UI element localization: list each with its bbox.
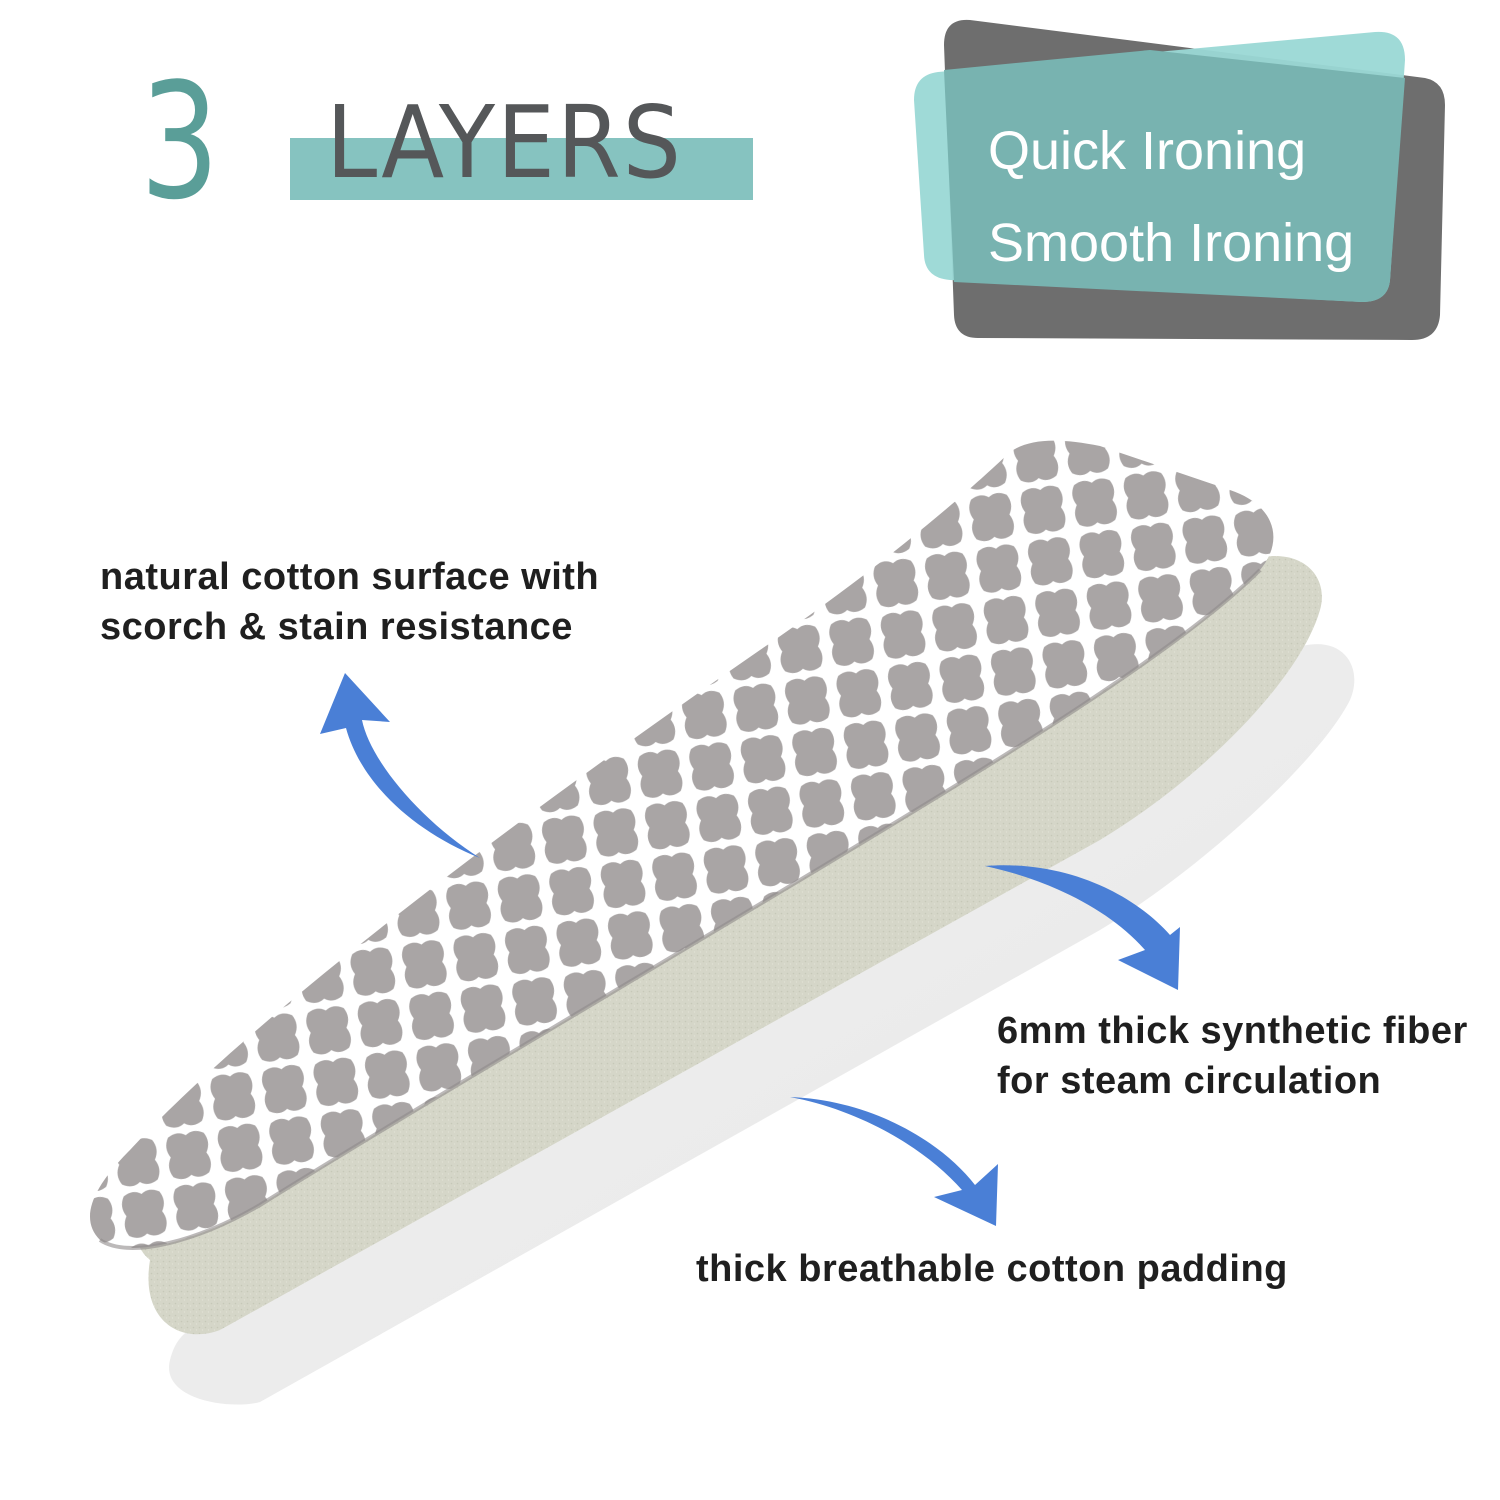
page-title: LAYERS [326, 84, 683, 201]
surface-label-line1: natural cotton surface with [100, 556, 600, 598]
padding-layer-label: thick breathable cotton padding [696, 1244, 1288, 1294]
surface-label-line2: scorch & stain resistance [100, 606, 573, 648]
title-highlight-bar [290, 138, 753, 200]
arrow-up-icon [320, 673, 480, 858]
badge-line-smooth-ironing: Smooth Ironing [988, 213, 1355, 273]
arrow-down-right-icon [985, 865, 1180, 990]
surface-layer-label: natural cotton surface with scorch & sta… [100, 552, 599, 652]
fiber-layer-label: 6mm thick synthetic fiber for steam circ… [997, 1006, 1468, 1106]
layer-count-number: 3 [140, 48, 219, 235]
fiber-label-line2: for steam circulation [997, 1060, 1382, 1102]
arrow-down-right-icon [790, 1097, 998, 1226]
padding-label-line1: thick breathable cotton padding [696, 1248, 1288, 1290]
surface-layer [90, 440, 1274, 1248]
fiber-label-line1: 6mm thick synthetic fiber [997, 1010, 1468, 1052]
fiber-layer [137, 556, 1322, 1335]
badge-line-quick-ironing: Quick Ironing [988, 121, 1307, 181]
feature-badge-background [914, 19, 1445, 341]
